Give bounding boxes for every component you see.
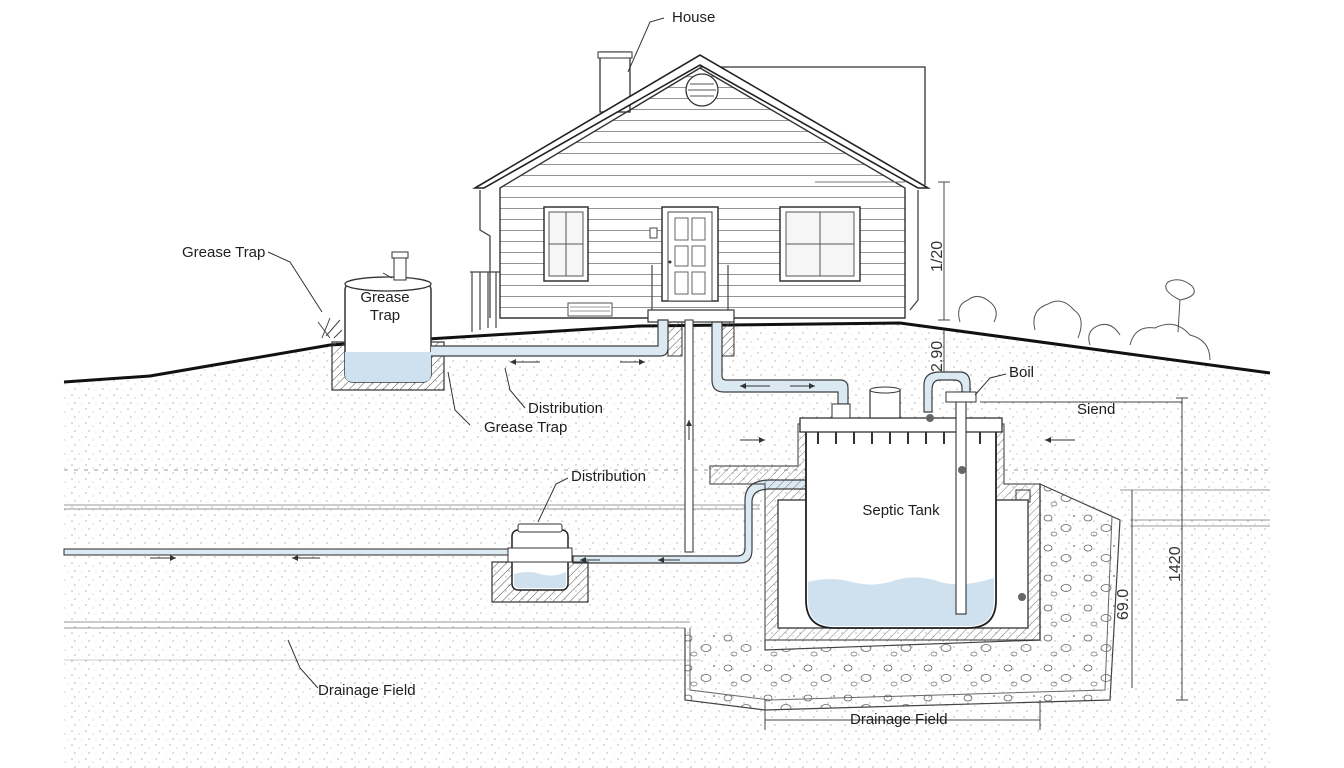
dim-house-height: 1/20 [929,241,946,272]
dim-tank-depth: 1420 [1167,546,1184,582]
drainage-field-label-bottom: Drainage Field [850,711,948,728]
drainage-field-label-left: Drainage Field [318,682,416,699]
dim-tank-side: 69.0 [1115,589,1132,620]
grease-trap-tank [331,251,445,391]
drainage-trench-outer [689,515,1113,701]
front-door [661,206,719,302]
soil-strata [64,469,1270,661]
septic-water [808,577,994,626]
septic-tank [709,386,1041,641]
siend-label: Siend [1077,401,1115,418]
porch-rail [470,265,729,332]
dimension-lines [764,181,1188,730]
distribution-box-label: Distribution [571,468,646,485]
right-window [779,206,861,282]
left-window [543,206,589,282]
drainage-trench [684,483,1121,711]
grease-trap-tank-label-2: Trap [370,307,400,324]
distribution-label-upper: Distribution [528,400,603,417]
dim-soil-depth: 2.90 [929,341,946,372]
leader-lines [267,17,1007,689]
house [470,51,931,332]
grease-trap-tank-label-1: Grease [360,289,409,306]
house-label: House [672,9,715,26]
ground-line [63,321,1271,384]
pipe-trap-to-house [431,319,669,357]
house-roof [472,54,931,189]
pipe-lateral-left [63,548,515,556]
distribution-box [491,523,589,603]
grease-trap-label-lower: Grease Trap [484,419,567,436]
septic-tank-label: Septic Tank [862,502,940,519]
grease-trap-callout: Grease Trap [182,244,265,261]
shrubs-right [958,279,1211,361]
shrub-left [317,317,343,339]
boil-label: Boil [1009,364,1034,381]
